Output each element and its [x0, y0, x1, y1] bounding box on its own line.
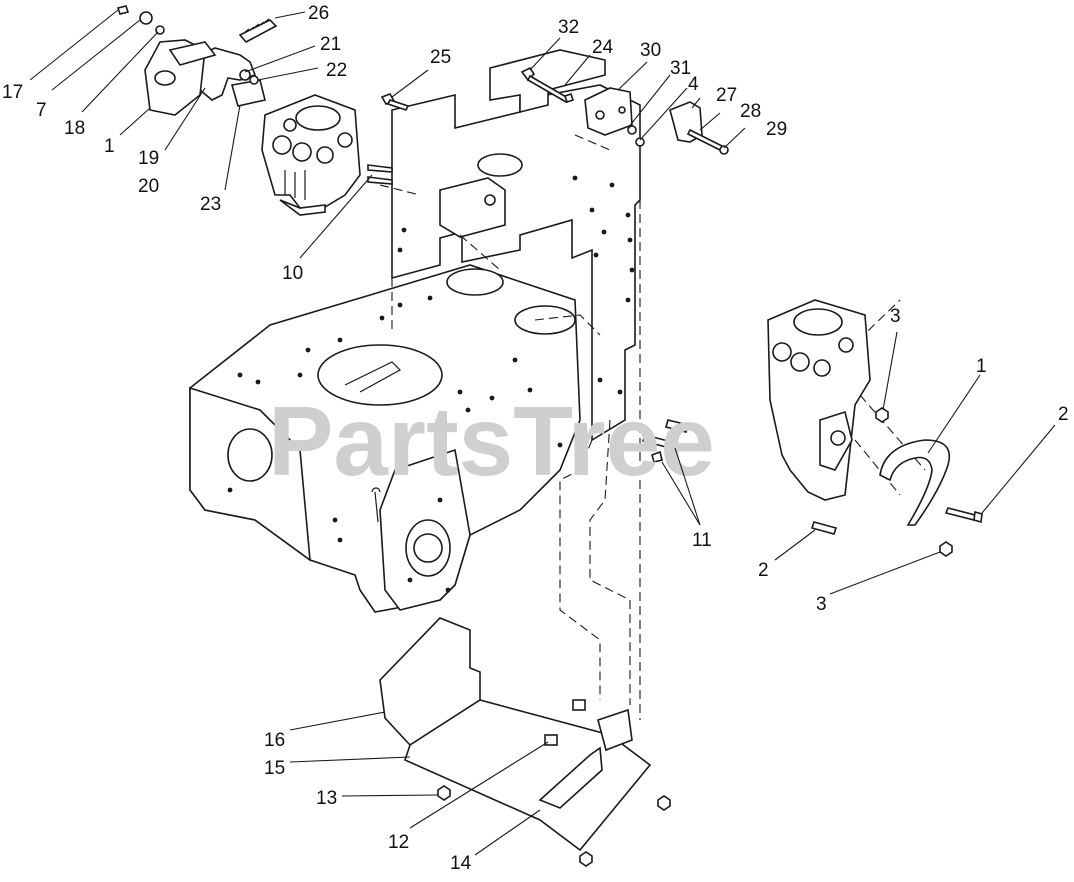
callout-26: 26 — [308, 3, 329, 24]
callout-labels: 17 7 18 1 19 20 23 26 21 22 25 10 32 24 … — [2, 3, 1069, 874]
callout-25: 25 — [430, 47, 451, 68]
callout-7: 7 — [36, 100, 47, 121]
assembly-dashed-lines — [379, 134, 926, 720]
left-pump-assembly — [116, 5, 393, 216]
leader-lines — [29, 9, 1056, 856]
callout-20: 20 — [138, 176, 159, 197]
callout-2-left: 2 — [758, 560, 769, 581]
callout-17: 17 — [2, 82, 23, 103]
callout-14: 14 — [450, 853, 472, 874]
callout-3-top: 3 — [890, 306, 901, 327]
callout-1-left: 1 — [104, 136, 115, 157]
callout-22: 22 — [326, 60, 347, 81]
callout-31: 31 — [670, 58, 691, 79]
main-frame — [189, 49, 641, 613]
callout-30: 30 — [640, 40, 661, 61]
callout-15: 15 — [264, 758, 285, 779]
top-right-hardware — [380, 66, 729, 155]
callout-13: 13 — [316, 788, 337, 809]
callout-4: 4 — [688, 74, 699, 95]
callout-3-bottom: 3 — [816, 594, 827, 615]
callout-32: 32 — [558, 17, 579, 38]
callout-10: 10 — [282, 263, 303, 284]
callout-16: 16 — [264, 730, 285, 751]
callout-11: 11 — [692, 530, 712, 551]
callout-1-right: 1 — [976, 356, 987, 377]
callout-29: 29 — [766, 119, 787, 140]
callout-2-right: 2 — [1058, 404, 1069, 425]
callout-12: 12 — [388, 832, 409, 853]
callout-19: 19 — [138, 148, 159, 169]
right-pump-assembly — [641, 299, 983, 557]
lower-plates — [379, 617, 671, 867]
callout-18: 18 — [64, 118, 85, 139]
callout-27: 27 — [716, 85, 737, 106]
callout-28: 28 — [740, 101, 761, 122]
watermark: PartsTree — [268, 386, 715, 496]
callout-23: 23 — [200, 194, 221, 215]
callout-21: 21 — [320, 34, 341, 55]
callout-24: 24 — [592, 37, 614, 58]
